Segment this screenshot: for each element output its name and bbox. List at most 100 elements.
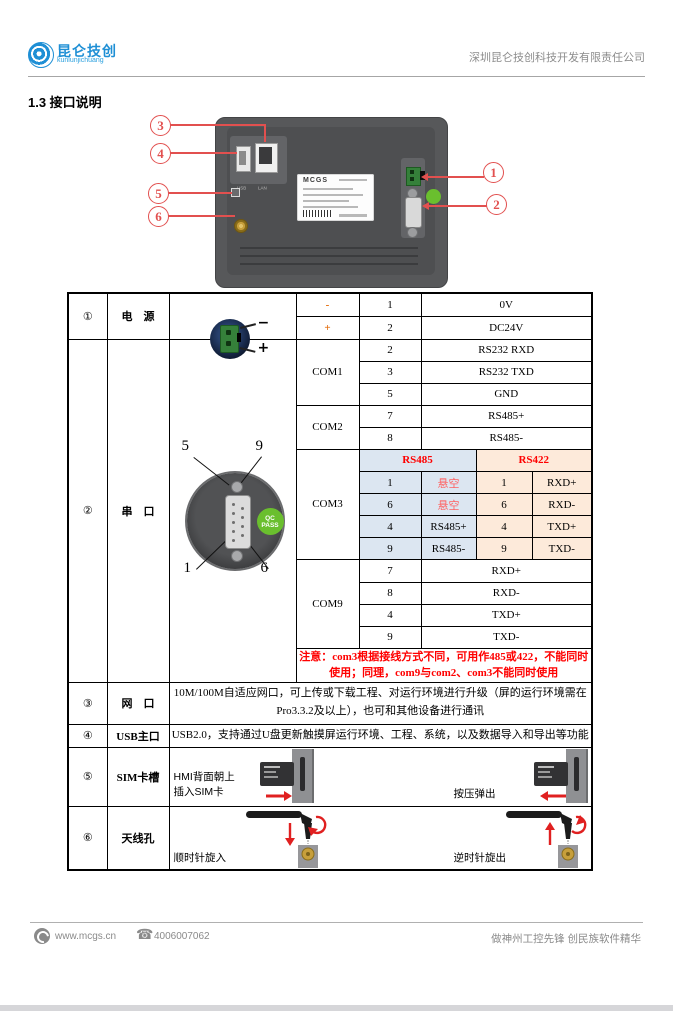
row-lan-name: 网 口 — [106, 681, 170, 725]
pin-desc-cell: RS232 TXD — [420, 360, 593, 384]
pin-cell: 8 — [358, 581, 422, 605]
rs485-pin-cell: 4 — [358, 515, 422, 539]
db9-pin — [240, 533, 244, 537]
pin-desc-cell: RS485- — [420, 426, 593, 450]
case-groove — [240, 255, 418, 257]
power-pin-cell: 2 — [358, 315, 422, 340]
header-rule — [28, 76, 645, 77]
sticker-text-bar — [339, 214, 367, 217]
callout-lan: 3 — [150, 115, 171, 136]
leader-line-lan-v — [264, 124, 266, 142]
rs422-pin-cell: 4 — [475, 515, 533, 539]
antenna-screw-out-graphic — [505, 810, 586, 868]
rs485-value-cell: 悬空 — [420, 493, 477, 517]
sim-figure: HMI背面朝上 插入SIM卡 按压弹出 — [170, 748, 592, 806]
pin-cell: 7 — [358, 404, 422, 428]
qc-pass-badge: QC PASS — [256, 507, 284, 535]
db9-pin — [231, 511, 235, 515]
power-pin-cell: 1 — [358, 292, 422, 317]
leader-arrow-power — [421, 173, 428, 181]
sticker-barcode — [303, 210, 333, 217]
page-bottom-bar — [0, 1005, 673, 1011]
serial-connector-figure-cell: 5 9 1 6 — [168, 338, 297, 683]
qc-pass-line2: PASS — [261, 521, 279, 529]
footer-rule — [30, 922, 643, 923]
callout-antenna: 6 — [148, 206, 169, 227]
section-title: 1.3 接口说明 — [28, 95, 102, 110]
power-terminal-hole — [410, 177, 414, 181]
db9-pin5-label: 5 — [181, 437, 190, 454]
pin-cell: 5 — [358, 382, 422, 406]
db9-pin — [231, 538, 235, 542]
rs422-header-cell: RS422 — [475, 448, 593, 473]
website-icon — [34, 928, 52, 946]
row-serial-name: 串 口 — [106, 338, 170, 683]
callout-sim: 5 — [148, 183, 169, 204]
row-antenna-name: 天线孔 — [106, 805, 170, 870]
footer-phone: 4006007062 — [154, 931, 210, 942]
rs485-value-cell: 悬空 — [420, 471, 477, 495]
antenna-desc-cell: 顺时针旋入 逆时针旋出 — [168, 805, 593, 870]
db9-pin — [240, 506, 244, 510]
antenna-screw-in-graphic — [245, 810, 326, 868]
pin-desc-cell: TXD+ — [420, 603, 593, 627]
rs422-pin-cell: 9 — [475, 537, 533, 561]
sim-slot-marker — [231, 188, 240, 197]
pin-cell: 7 — [358, 559, 422, 583]
row-usb-number: ④ — [67, 723, 108, 748]
db9-pin9-label: 9 — [255, 437, 264, 454]
minus-label: − — [257, 315, 270, 332]
company-name: 深圳昆仑技创科技开发有限责任公司 — [469, 52, 645, 64]
rs485-pin-cell: 6 — [358, 493, 422, 517]
db9-pin — [231, 520, 235, 524]
row-sim-number: ⑤ — [67, 746, 108, 807]
case-groove — [240, 247, 418, 249]
callout-usb: 4 — [150, 143, 171, 164]
pin-desc-cell: GND — [420, 382, 593, 406]
case-groove — [240, 263, 418, 265]
row-antenna-number: ⑥ — [67, 805, 108, 870]
row-power-number: ① — [67, 292, 108, 340]
com9-label-cell: COM9 — [295, 559, 360, 649]
sticker-text-bar — [303, 200, 349, 202]
power-sign-cell: + — [295, 315, 360, 340]
antenna-hole-graphic — [234, 219, 248, 233]
device-sticker-label: MCGS — [297, 174, 374, 221]
footer-website: www.mcgs.cn — [55, 931, 117, 942]
serial-note-cell: 注意：com3根据接线方式不同，可用作485或422，不能同时使用；同理，com… — [295, 647, 593, 683]
sticker-text-bar — [303, 194, 363, 196]
db9-pin — [240, 524, 244, 528]
logo-title: 昆仑技创 — [57, 43, 117, 59]
leader-line-power — [428, 176, 484, 178]
row-power-name: 电 源 — [106, 292, 170, 340]
com3-label-cell: COM3 — [295, 448, 360, 561]
row-serial-number: ② — [67, 338, 108, 683]
sticker-text-bar — [303, 188, 353, 190]
usb-port-slot — [239, 151, 246, 165]
power-sign-cell: - — [295, 292, 360, 317]
sim-insert-text-line2: 插入SIM卡 — [173, 785, 224, 798]
rs422-value-cell: TXD- — [531, 537, 593, 561]
callout-power: 1 — [483, 162, 504, 183]
pin-cell: 8 — [358, 426, 422, 450]
leader-line-sim — [168, 192, 232, 194]
rs422-value-cell: RXD- — [531, 493, 593, 517]
pin-desc-cell: RXD+ — [420, 559, 593, 583]
leader-line-usb — [170, 152, 237, 154]
lan-port-label: LAN — [258, 186, 267, 192]
db9-connector-graphic — [405, 197, 422, 228]
db9-pin6-label: 6 — [260, 559, 269, 576]
rs485-pin-cell: 9 — [358, 537, 422, 561]
rs422-value-cell: TXD+ — [531, 515, 593, 539]
db9-pin1-label: 1 — [183, 559, 192, 576]
antenna-figure: 顺时针旋入 逆时针旋出 — [170, 807, 592, 869]
rs422-pin-cell: 6 — [475, 493, 533, 517]
power-terminal-hole — [410, 170, 414, 174]
callout-serial: 2 — [486, 194, 507, 215]
pin-cell: 2 — [358, 338, 422, 362]
usb-port-label: USB — [237, 186, 247, 192]
rs485-value-cell: RS485+ — [420, 515, 477, 539]
serial-connector-figure: 5 9 1 6 — [170, 340, 296, 682]
db9-screw — [407, 227, 418, 238]
